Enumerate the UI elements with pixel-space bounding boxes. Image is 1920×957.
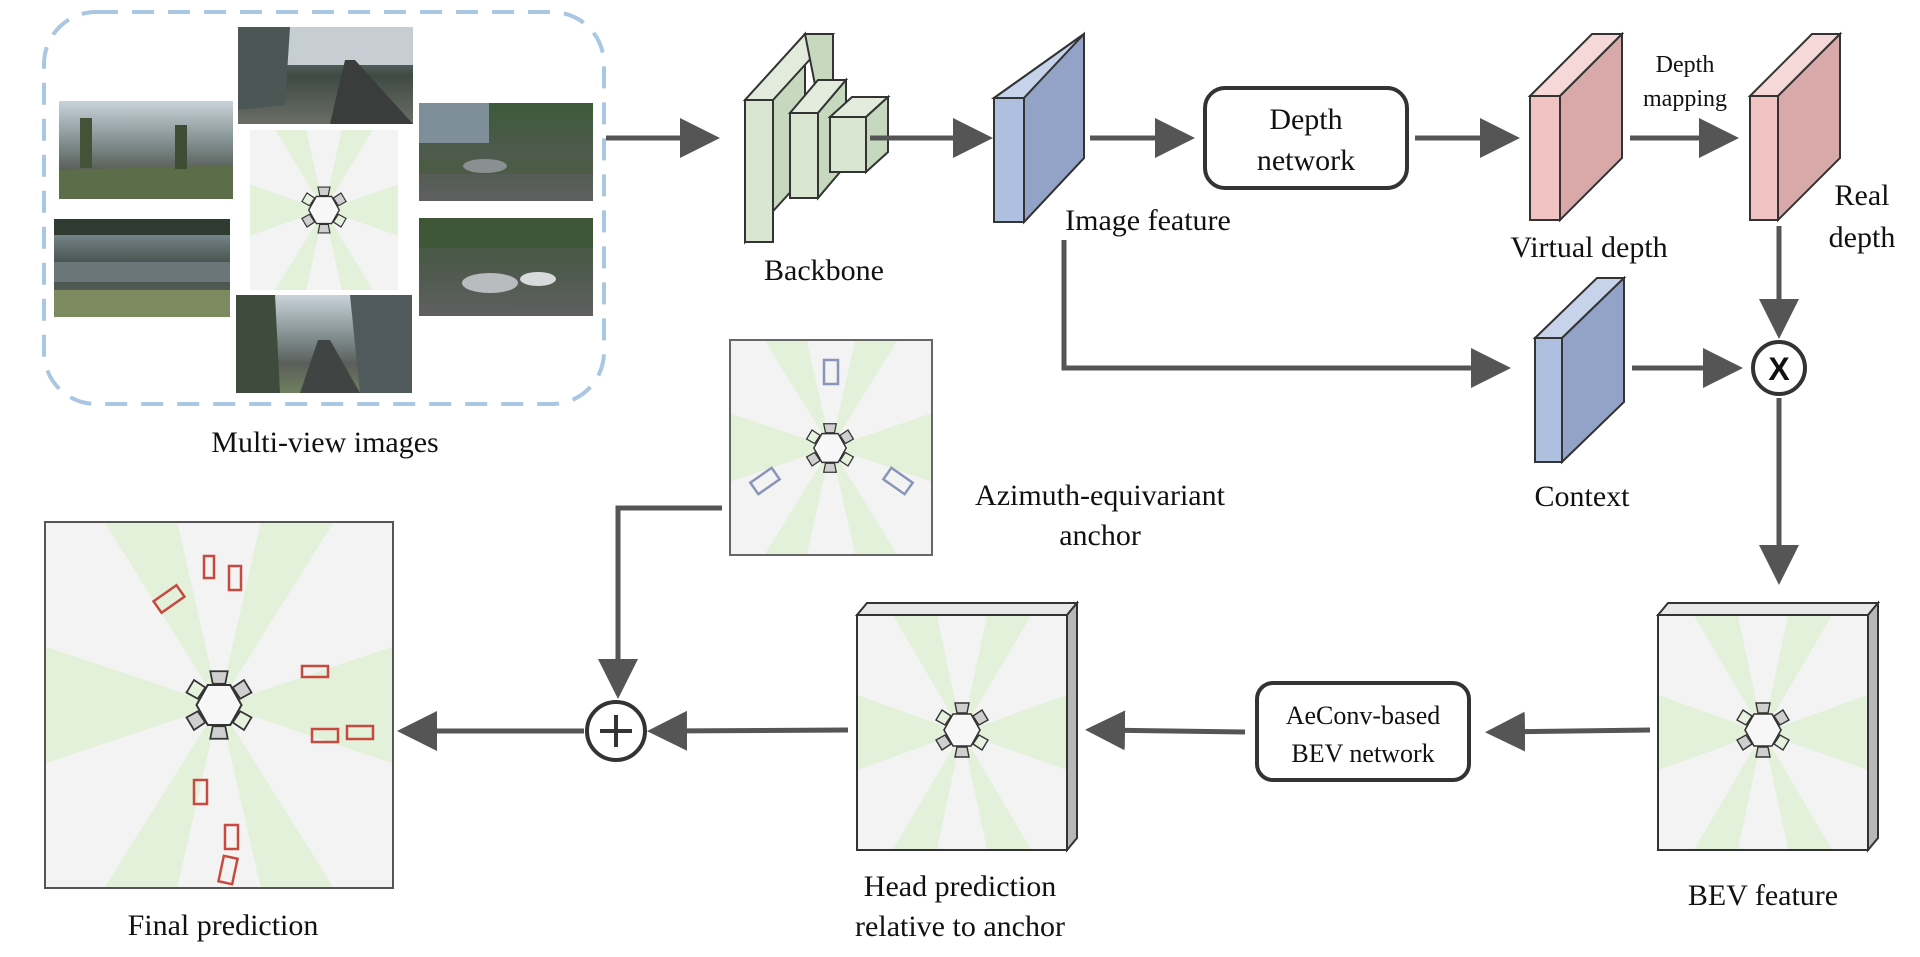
depth-mapping-label-2: mapping — [1643, 86, 1727, 112]
azimuth-anchor-panel — [729, 339, 933, 556]
arrow-head-to-add — [647, 710, 849, 751]
prediction-box — [345, 724, 375, 741]
prediction-box — [151, 583, 187, 615]
anchor-box-left — [748, 466, 782, 496]
virtual-depth-label: Virtual depth — [1510, 231, 1667, 264]
anchor-box-front — [822, 358, 840, 386]
prediction-box — [310, 727, 340, 744]
camera-image-back — [236, 295, 412, 393]
virtual-depth-block — [1527, 31, 1625, 223]
image-feature-label: Image feature — [1065, 204, 1231, 237]
final-prediction-panel — [44, 521, 394, 889]
real-depth-label-1: Real — [1835, 179, 1890, 212]
arrow-feature-to-context — [1061, 240, 1511, 388]
arrow-aeconv-to-head — [1085, 710, 1246, 751]
prediction-box — [216, 854, 240, 886]
backbone-label: Backbone — [764, 254, 884, 287]
context-block — [1532, 275, 1627, 465]
camera-image-back-left — [54, 219, 230, 317]
arrow-bev-to-aeconv — [1485, 711, 1651, 752]
prediction-box — [227, 564, 243, 592]
camera-image-front-right — [419, 103, 593, 201]
arrow-anchor-to-add — [598, 505, 722, 699]
camera-image-front-left — [59, 101, 233, 199]
bev-feature-block — [1655, 600, 1881, 853]
depth-mapping-label-1: Depth — [1656, 52, 1715, 78]
real-depth-block — [1747, 31, 1843, 223]
azimuth-anchor-label-1: Azimuth-equivariant — [975, 479, 1226, 512]
prediction-box — [202, 554, 216, 580]
depth-network-label-1: Depth — [1269, 103, 1342, 136]
prediction-box — [300, 664, 330, 679]
azimuth-anchor-label-2: anchor — [1059, 519, 1141, 552]
prediction-box — [223, 823, 240, 851]
add-operator — [585, 700, 647, 762]
multi-view-images-label: Multi-view images — [211, 426, 438, 459]
aeconv-label-2: BEV network — [1291, 739, 1434, 768]
head-prediction-label-2: relative to anchor — [855, 910, 1065, 943]
depth-network-box: Depth network — [1203, 86, 1409, 190]
depth-network-label-2: network — [1257, 144, 1355, 177]
multiply-operator: X — [1751, 340, 1807, 396]
prediction-box — [192, 778, 209, 806]
dashed-container — [42, 10, 606, 406]
head-prediction-block — [854, 600, 1080, 853]
multi-view-images-group: Multi-view images — [42, 10, 606, 459]
anchor-box-right — [881, 466, 915, 496]
camera-image-back-right — [419, 218, 593, 316]
image-feature-block — [990, 31, 1085, 225]
final-prediction-label: Final prediction — [128, 909, 319, 942]
context-label: Context — [1535, 480, 1631, 513]
multiply-symbol: X — [1768, 351, 1790, 387]
bev-feature-label: BEV feature — [1688, 879, 1838, 912]
head-prediction-label-1: Head prediction — [864, 870, 1056, 903]
camera-layout-center — [250, 130, 398, 290]
real-depth-label-2: depth — [1829, 221, 1896, 254]
backbone-block — [742, 31, 891, 245]
aeconv-label-1: AeConv-based — [1286, 701, 1441, 730]
aeconv-bev-network-box: AeConv-based BEV network — [1255, 681, 1471, 782]
camera-image-front — [238, 27, 413, 124]
